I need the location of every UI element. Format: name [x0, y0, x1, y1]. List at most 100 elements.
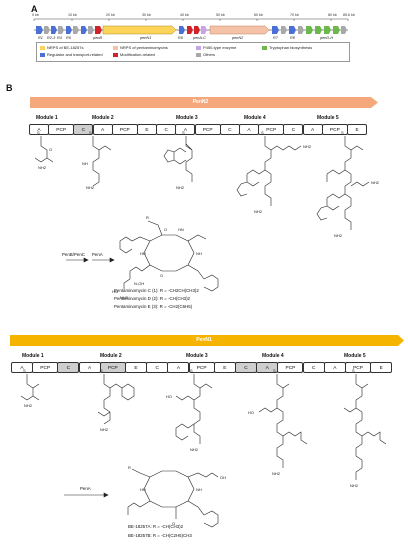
domain-a: A	[167, 362, 190, 373]
scale-label: 60 kb	[254, 13, 263, 17]
pen-n1-product: R HN NH OH O	[64, 465, 226, 528]
gene-arrow	[298, 26, 304, 34]
scale-label: 80 kb	[328, 13, 337, 17]
scale-label: 40 kb	[180, 13, 189, 17]
svg-text:HO: HO	[166, 394, 172, 399]
pen-n2-compound: Pentaminomycin D (2): R = -CH(CH3)2	[114, 296, 191, 301]
gene-arrow	[51, 26, 57, 34]
svg-text:HN: HN	[140, 487, 146, 492]
scale-label: 10 kb	[68, 13, 77, 17]
pen-n2-module-title: Module 2	[92, 115, 114, 121]
gene-map	[33, 18, 349, 35]
svg-text:S: S	[37, 130, 40, 135]
domain-e: E	[137, 124, 158, 135]
legend-swatch	[113, 52, 118, 57]
domain-a: A	[92, 124, 113, 135]
svg-text:NH2: NH2	[86, 185, 95, 190]
svg-text:NH2: NH2	[272, 471, 281, 476]
domain-c: C	[235, 362, 258, 373]
svg-text:R: R	[146, 215, 149, 220]
legend-label: NRPS of BE-18257s	[47, 45, 84, 50]
domain-pcp: PCP	[99, 362, 126, 373]
domain-c: C	[156, 124, 177, 135]
pen-n1-module-title: Module 2	[100, 353, 122, 359]
svg-text:O: O	[172, 521, 175, 526]
pen-n1-module-title: Module 3	[186, 353, 208, 359]
svg-text:S: S	[341, 130, 344, 135]
svg-text:NH2: NH2	[100, 427, 109, 432]
domain-pcp: PCP	[48, 124, 75, 135]
gene-label: penN1	[140, 36, 152, 40]
svg-text:NH2: NH2	[254, 209, 263, 214]
domain-c: C	[302, 362, 325, 373]
svg-text:HN: HN	[112, 289, 118, 294]
domain-pcp: PCP	[277, 362, 304, 373]
legend-swatch	[113, 45, 118, 50]
svg-text:NH: NH	[82, 161, 88, 166]
gene-label: R8	[290, 36, 295, 40]
domain-pcp: PCP	[194, 124, 221, 135]
arrow-label-pena-n1: PenA	[80, 486, 91, 491]
legend-item: NRPS of pentaminomycins	[113, 45, 168, 50]
svg-text:NH: NH	[196, 487, 202, 492]
gene-arrow	[73, 26, 79, 34]
svg-text:O: O	[49, 147, 52, 152]
gene-label: R1	[38, 36, 43, 40]
legend-item: Others	[196, 52, 215, 57]
legend-label: Modification-related	[120, 52, 155, 57]
svg-text:N-OH: N-OH	[134, 281, 144, 286]
svg-text:NH2: NH2	[371, 180, 380, 185]
domain-a: A	[11, 362, 33, 373]
svg-text:S: S	[182, 130, 185, 135]
scale-label: 0 kb	[32, 13, 39, 17]
legend-label: NRPS of pentaminomycins	[120, 45, 168, 50]
pen-n2-band	[30, 97, 378, 108]
domain-pcp: PCP	[345, 362, 372, 373]
gene-arrow	[209, 25, 270, 35]
domain-a: A	[239, 124, 260, 135]
svg-text:O: O	[160, 273, 163, 278]
pen-n2-module-title: Module 1	[36, 115, 58, 121]
svg-text:NH2: NH2	[350, 483, 359, 488]
gene-arrow	[36, 26, 43, 34]
legend-item: Regulator and transport-related	[40, 52, 103, 57]
pen-n1-module-title: Module 4	[262, 353, 284, 359]
scale-label: 30 kb	[142, 13, 151, 17]
svg-text:S: S	[100, 368, 103, 373]
gene-arrow	[341, 26, 347, 34]
pen-n1-compound: BE-18257B: R = -CH(C2H5)CH3	[128, 533, 192, 538]
domain-e: E	[213, 362, 236, 373]
svg-text:NH2: NH2	[24, 403, 33, 408]
svg-text:S: S	[190, 368, 193, 373]
legend-item: NRPS of BE-18257s	[40, 45, 83, 50]
pen-n2-module-title: Module 3	[176, 115, 198, 121]
gene-label: R2-3	[47, 36, 56, 40]
gene-label: penB	[93, 36, 102, 40]
gene-arrow	[102, 25, 177, 35]
pen-n2-module-title: Module 5	[317, 115, 339, 121]
gene-arrow	[179, 26, 185, 34]
legend-item: Tryptophan biosynthesis	[262, 45, 312, 50]
pen-n1-module-title: Module 1	[22, 353, 44, 359]
svg-text:S: S	[261, 130, 264, 135]
domain-a: A	[175, 124, 196, 135]
gene-label: R4	[57, 36, 62, 40]
gene-arrow	[66, 26, 72, 34]
gene-arrow	[289, 26, 296, 34]
panel-b-letter: B	[6, 83, 13, 93]
svg-text:NH2: NH2	[303, 144, 312, 149]
svg-text:S: S	[23, 368, 26, 373]
gene-arrow	[187, 26, 193, 34]
svg-text:R: R	[128, 465, 131, 470]
arrow-label-penb-penc: PenB/PenC	[62, 252, 85, 257]
gene-arrow	[281, 26, 287, 34]
svg-text:OH: OH	[220, 475, 226, 480]
gene-arrow	[333, 26, 340, 34]
domain-e: E	[347, 124, 368, 135]
gene-label: penA-C	[193, 36, 206, 40]
panel-a-letter: A	[31, 4, 38, 14]
